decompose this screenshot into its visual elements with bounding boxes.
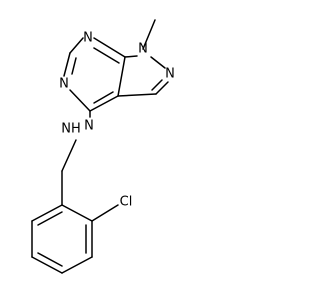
atom-label-n2: N [165, 67, 175, 82]
bond-methyl [142, 19, 156, 50]
bonds [31, 19, 169, 274]
atom-label-n5: N [59, 77, 69, 92]
bond-n7-c6 [69, 37, 84, 54]
bond-c4-c3a-inner [93, 91, 114, 104]
bond-n1-n2 [150, 56, 166, 69]
bond-n2-c3-inner [151, 79, 163, 91]
bond-c6-n5 [63, 52, 71, 77]
atom-label-n3: N [84, 119, 94, 134]
bond-c3a-c7a [117, 56, 126, 97]
bond-c7a-n7 [93, 37, 126, 58]
atom-label-n7: N [83, 31, 93, 46]
bond-c6-c1 [31, 204, 63, 222]
atom-label-n1: N [138, 42, 148, 57]
bond-c7a-n7-inner [93, 47, 120, 64]
atom-labels: N N N N N NH Cl [59, 31, 175, 210]
atom-label-cl: Cl [120, 195, 133, 210]
bond-c3-c3a [117, 93, 157, 97]
bond-c3-c4 [61, 256, 93, 274]
bond-c4-c5 [31, 256, 63, 274]
bond-c1-c2 [61, 204, 93, 222]
bond-c2-cl [91, 204, 119, 222]
atom-label-nh: NH [61, 122, 81, 137]
bond-c4-c3a [89, 95, 119, 112]
bond-c4-c5-inner [37, 252, 63, 267]
structure-diagram: N N N N N NH Cl [31, 19, 175, 274]
bond-c7a-n1 [124, 55, 138, 58]
bond-c6-n5-inner [71, 57, 77, 75]
bond-c6-c1-inner [37, 211, 63, 226]
bond-nh-ch2 [61, 139, 77, 172]
bond-n5-c4 [69, 89, 91, 112]
bond-n2-c3 [155, 81, 169, 95]
